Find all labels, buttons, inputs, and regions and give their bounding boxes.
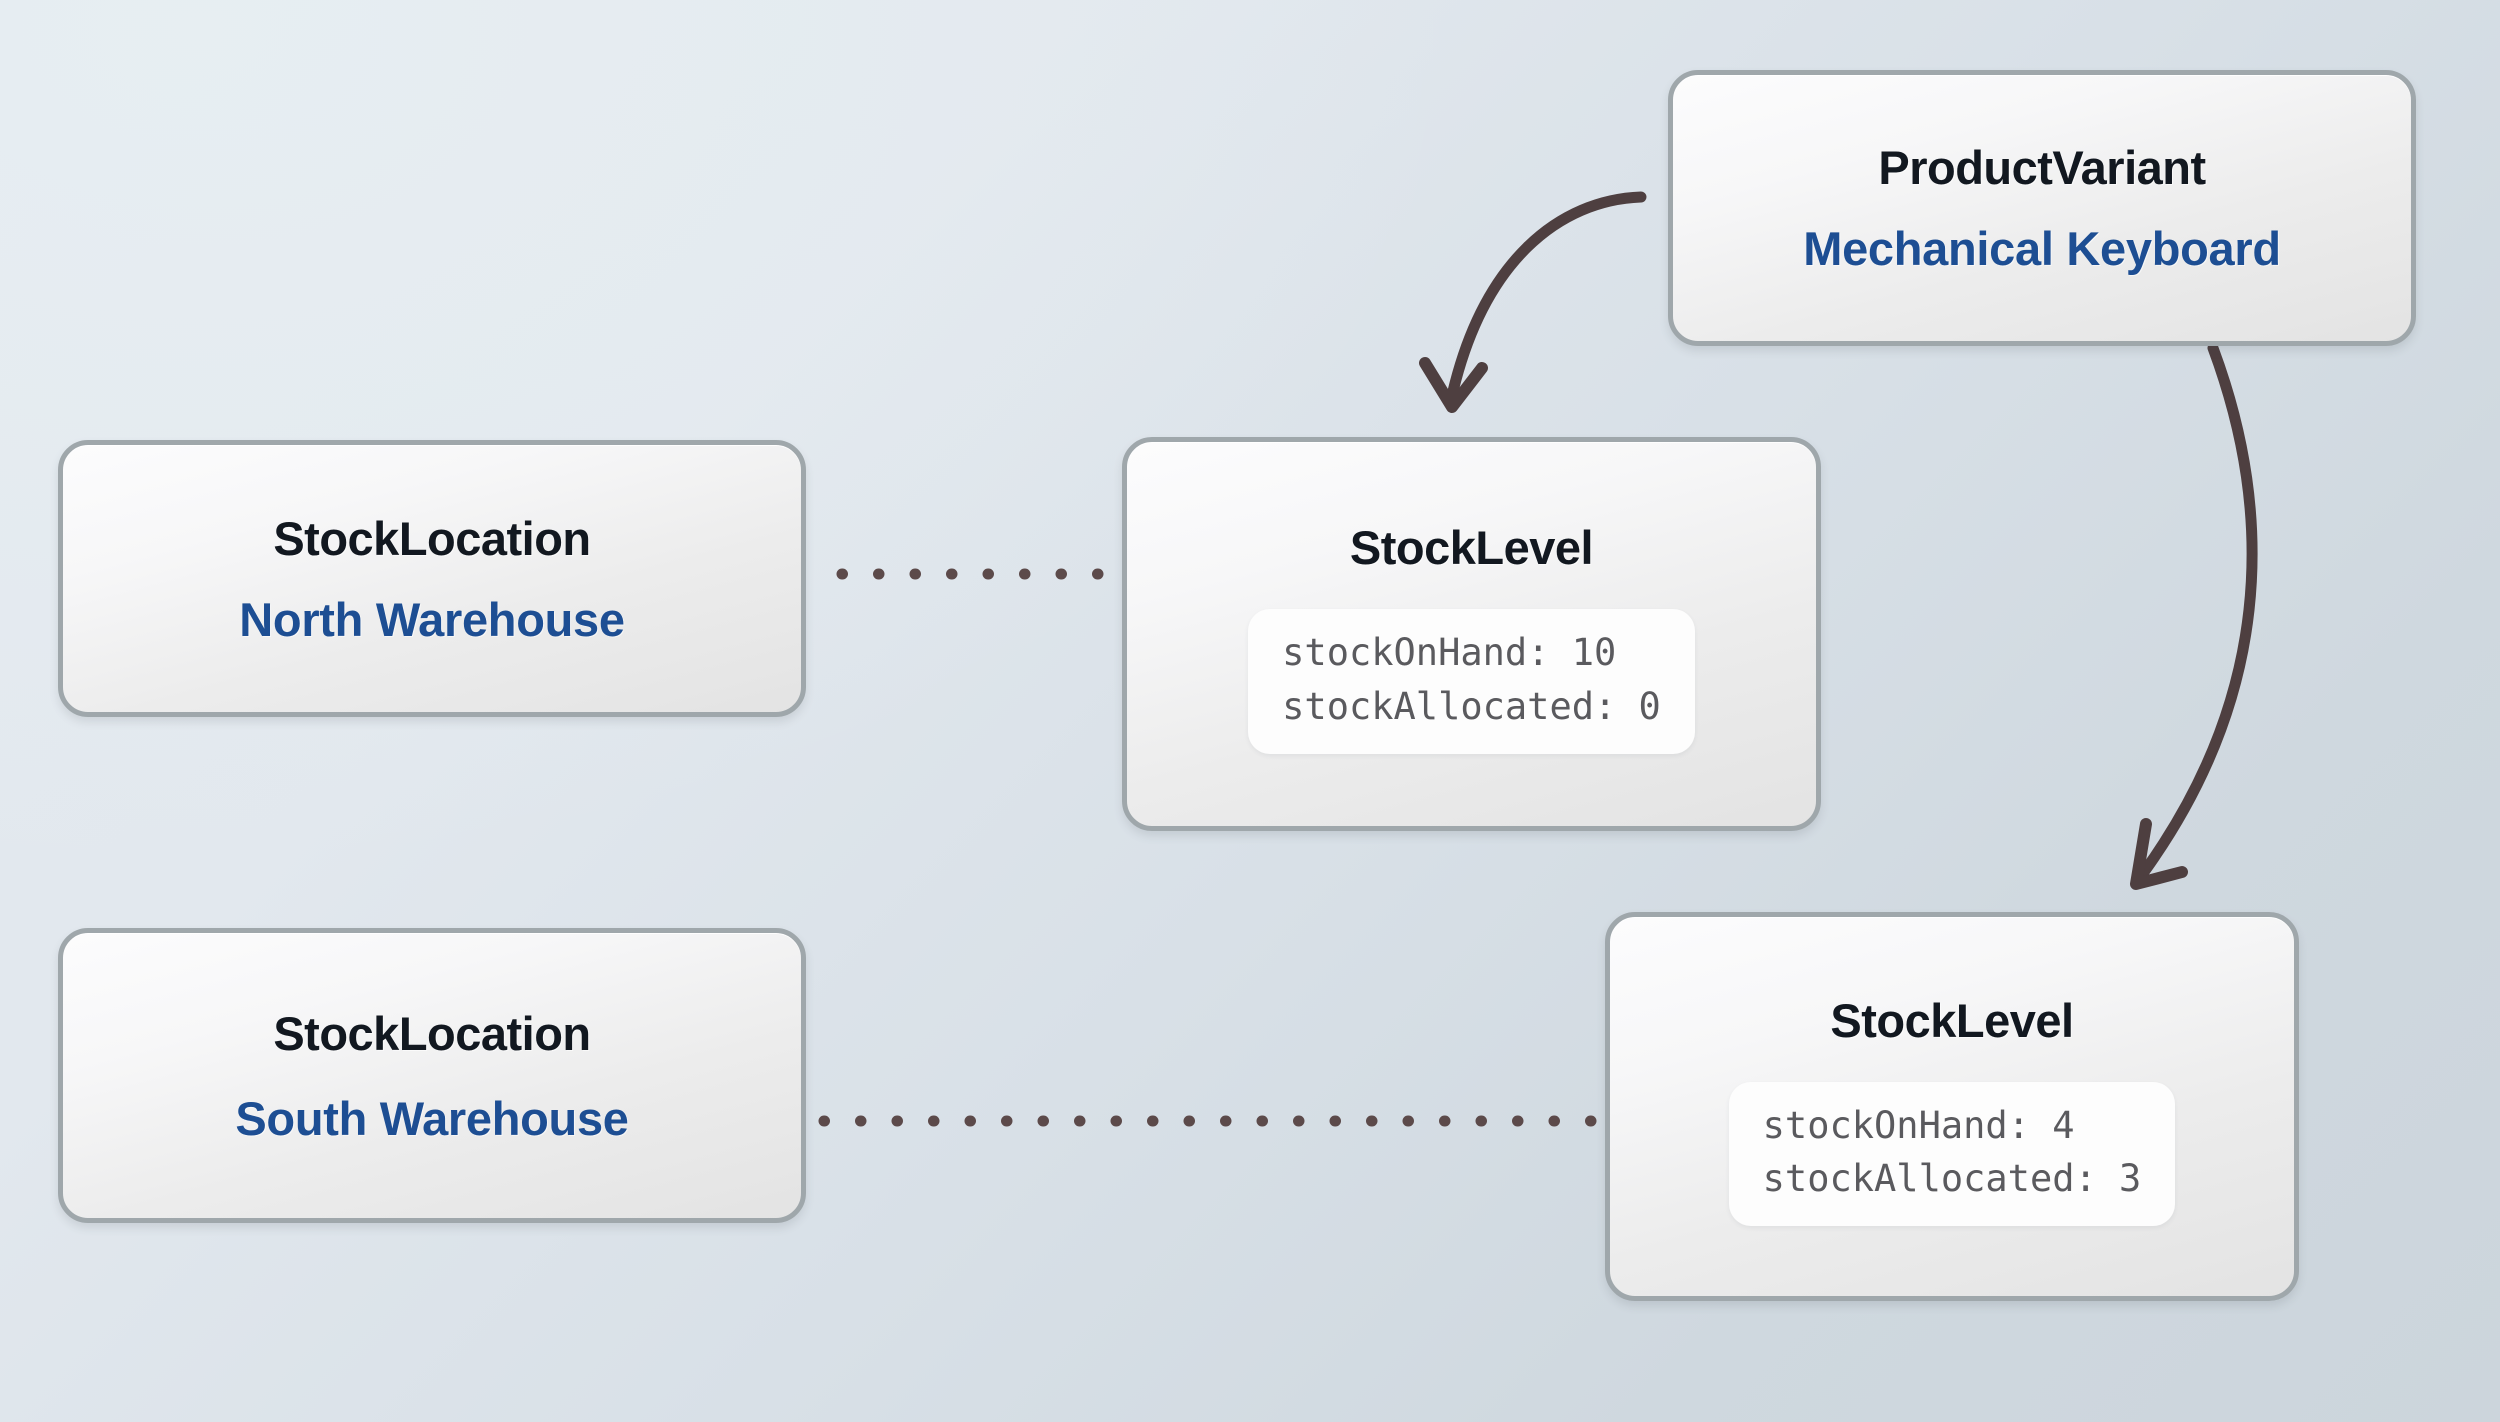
node-stocklocation-north-entity: StockLocation <box>273 511 591 565</box>
node-stocklocation-south[interactable]: StockLocation South Warehouse <box>58 928 806 1223</box>
arrowhead-stocklevel-1 <box>1419 357 1488 413</box>
node-stocklocation-north-name: North Warehouse <box>239 592 625 646</box>
node-product-variant-name: Mechanical Keyboard <box>1803 222 2281 275</box>
node-stocklocation-south-entity: StockLocation <box>273 1006 591 1060</box>
node-product-variant-entity: ProductVariant <box>1878 141 2206 194</box>
node-stocklocation-south-name: South Warehouse <box>235 1091 629 1145</box>
node-stocklevel-1-properties: stockOnHand: 10 stockAllocated: 0 <box>1248 609 1695 754</box>
node-stocklevel-2-entity: StockLevel <box>1830 993 2074 1047</box>
node-product-variant[interactable]: ProductVariant Mechanical Keyboard <box>1668 70 2416 346</box>
node-stocklevel-1-entity: StockLevel <box>1349 521 1594 575</box>
property-stock-on-hand: stockOnHand: 4 <box>1762 1103 2075 1147</box>
node-stocklocation-north[interactable]: StockLocation North Warehouse <box>58 440 806 717</box>
property-stock-on-hand: stockOnHand: 10 <box>1282 631 1617 675</box>
node-stocklevel-1[interactable]: StockLevel stockOnHand: 10 stockAllocate… <box>1122 437 1821 831</box>
edge-productvariant-to-stocklevel-1 <box>1445 191 1647 406</box>
arrowhead-stocklevel-2 <box>2130 818 2188 890</box>
node-stocklevel-2[interactable]: StockLevel stockOnHand: 4 stockAllocated… <box>1605 912 2299 1301</box>
edge-productvariant-to-stocklevel-2 <box>2138 342 2258 878</box>
property-stock-allocated: stockAllocated: 3 <box>1762 1157 2142 1200</box>
property-stock-allocated: stockAllocated: 0 <box>1282 684 1661 728</box>
node-stocklevel-2-properties: stockOnHand: 4 stockAllocated: 3 <box>1728 1081 2176 1227</box>
